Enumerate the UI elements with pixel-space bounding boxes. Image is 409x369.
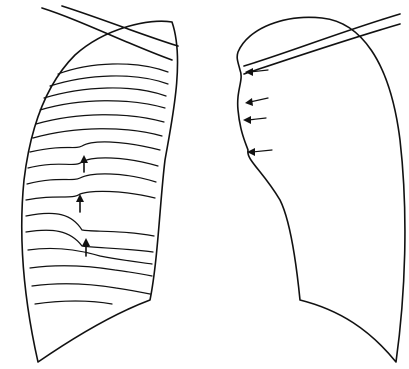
up-arrow-icon xyxy=(80,155,88,172)
left-arrow-icon xyxy=(245,98,268,106)
left-strap-line-2 xyxy=(62,6,178,46)
left-rib-lines xyxy=(26,64,168,304)
left-strap-line-1 xyxy=(42,8,172,60)
left-lung xyxy=(22,6,178,362)
right-strap-line-2 xyxy=(244,24,400,74)
up-arrow-icon xyxy=(76,194,84,212)
right-lung-outline xyxy=(237,17,405,362)
right-lung xyxy=(237,14,405,362)
left-arrow-icon xyxy=(243,116,266,124)
right-arrows xyxy=(243,68,272,156)
left-arrow-icon xyxy=(247,148,272,156)
